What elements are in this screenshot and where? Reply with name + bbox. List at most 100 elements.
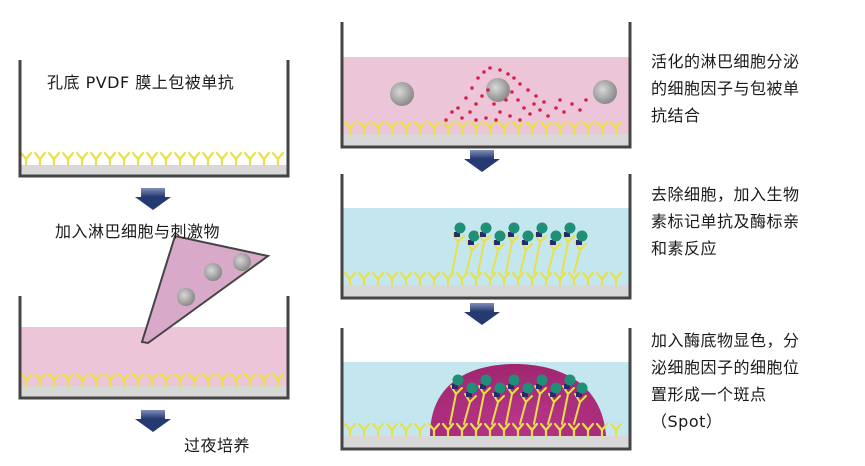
antibody <box>609 422 623 438</box>
antibody <box>103 372 117 388</box>
antibody <box>595 271 609 287</box>
antibody <box>61 372 75 388</box>
detection-complex <box>451 222 588 274</box>
biotin-tag <box>522 392 528 397</box>
antibody <box>61 151 75 167</box>
well-membrane <box>342 285 630 298</box>
cytokine <box>480 94 484 98</box>
antibody <box>257 372 271 388</box>
antibody <box>371 422 385 438</box>
antibody <box>427 271 441 287</box>
antibody <box>19 151 33 167</box>
enzyme-bead <box>550 382 562 394</box>
antibody <box>567 120 581 136</box>
cytokine <box>470 86 474 90</box>
antibody <box>525 422 539 438</box>
well-secretion <box>340 22 632 149</box>
detection-antibody <box>449 385 463 425</box>
antibody <box>89 372 103 388</box>
antibody <box>497 422 511 438</box>
cytokine <box>542 100 546 104</box>
antibody <box>257 151 271 167</box>
step-label-add-cells: 加入淋巴细胞与刺激物 <box>55 222 221 241</box>
step-label-spot: 加入酶底物显色，分 泌细胞因子的细胞位 置形成一个斑点 （Spot） <box>651 327 800 435</box>
enzyme-bead <box>480 374 492 386</box>
antibody <box>455 422 469 438</box>
enzyme-bead <box>550 230 562 242</box>
cytokine <box>444 118 448 122</box>
biotin-tag <box>576 240 582 245</box>
detection-antibody <box>561 385 575 425</box>
detection-antibody <box>451 233 465 274</box>
antibody <box>581 271 595 287</box>
cytokine <box>570 102 574 106</box>
antibody <box>553 120 567 136</box>
antibody <box>441 120 455 136</box>
cytokine-dots <box>444 66 588 122</box>
antibody <box>145 372 159 388</box>
enzyme-bead <box>522 230 534 242</box>
antibody <box>427 120 441 136</box>
antibody <box>229 151 243 167</box>
step-label-secretion: 活化的淋巴细胞分泌 的细胞因子与包被单 抗结合 <box>651 48 800 129</box>
enzyme-bead <box>494 382 506 394</box>
antibody <box>271 372 285 388</box>
antibody <box>525 120 539 136</box>
biotin-tag <box>452 384 458 389</box>
text-line: 泌细胞因子的细胞位 <box>651 358 800 377</box>
antibody <box>243 372 257 388</box>
biotin-tag <box>536 384 542 389</box>
text-line: 的细胞因子与包被单 <box>651 79 800 98</box>
antibody <box>371 271 385 287</box>
detection-antibody <box>491 393 505 425</box>
antibody <box>19 372 33 388</box>
detection-antibody <box>463 393 477 425</box>
antibody <box>357 271 371 287</box>
antibody <box>609 120 623 136</box>
biotin-tag <box>468 240 474 245</box>
antibody <box>201 372 215 388</box>
enzyme-bead <box>564 374 576 386</box>
antibody <box>441 271 455 287</box>
biotin-tag <box>564 232 570 237</box>
antibody <box>511 422 525 438</box>
text-line: 去除细胞，加入生物 <box>651 185 800 204</box>
well-membrane <box>342 436 630 449</box>
antibody <box>399 422 413 438</box>
cytokine <box>474 102 478 106</box>
detection-antibody <box>573 393 587 425</box>
blue-medium <box>342 208 630 285</box>
antibody <box>47 151 61 167</box>
antibody <box>511 120 525 136</box>
detection-complex <box>449 374 588 425</box>
enzyme-bead <box>494 230 506 242</box>
well-membrane <box>342 134 630 147</box>
antibody <box>413 271 427 287</box>
detection-antibody <box>505 233 519 274</box>
antibody <box>595 120 609 136</box>
well-membrane <box>20 165 288 176</box>
cytokine <box>468 110 472 114</box>
well-membrane <box>20 386 288 398</box>
text-line: 置形成一个斑点 <box>651 385 767 404</box>
cytokine <box>558 98 562 102</box>
detection-antibody <box>547 393 561 425</box>
cytokine <box>534 94 538 98</box>
antibody <box>483 422 497 438</box>
antibody <box>525 271 539 287</box>
cytokine <box>546 114 550 118</box>
antibody <box>131 151 145 167</box>
antibody <box>469 120 483 136</box>
cytokine <box>512 76 516 80</box>
antibody <box>441 422 455 438</box>
cytokine <box>504 98 508 102</box>
antibody <box>343 422 357 438</box>
detection-antibody <box>573 241 587 274</box>
cytokine <box>476 76 480 80</box>
antibody <box>187 151 201 167</box>
antibody <box>173 372 187 388</box>
antibody <box>567 271 581 287</box>
detection-antibody <box>519 241 533 274</box>
enzyme-bead <box>508 222 520 234</box>
